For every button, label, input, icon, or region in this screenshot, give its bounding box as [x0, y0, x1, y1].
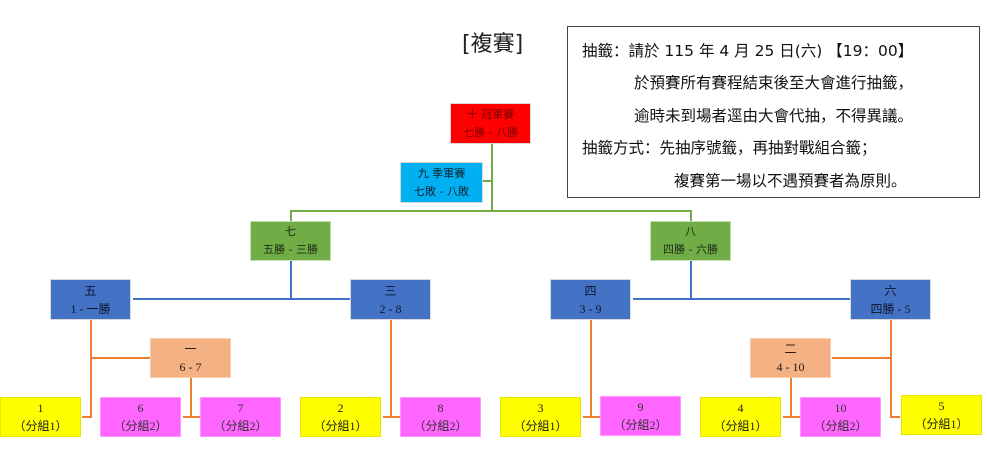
seed-1: 1 （分組1） — [0, 397, 81, 437]
connector-m6-m2 — [832, 357, 892, 359]
connector-m6-down — [890, 320, 892, 418]
seed-group: （分組1） — [13, 419, 68, 433]
seed-number: 5 — [938, 399, 945, 413]
connector-m7-stem — [290, 261, 292, 299]
match-4: 四 3 - 9 — [550, 279, 631, 320]
match-label: 十 冠軍賽 — [466, 107, 515, 121]
connector-m8-stem — [690, 261, 692, 299]
seed-number: 8 — [437, 401, 444, 415]
stage-title: [複賽] — [462, 32, 524, 57]
connector-semis-horizontal — [290, 210, 692, 212]
notice-line-5: 複賽第一場以不遇預賽者為原則。 — [674, 172, 907, 190]
match-1: 一 6 - 7 — [150, 338, 231, 378]
seed-group: （分組2） — [413, 419, 468, 433]
seed-number: 2 — [337, 401, 344, 415]
connector-m3-down — [390, 320, 392, 418]
match-label: 七 — [285, 225, 296, 238]
seed-group: （分組2） — [213, 419, 268, 433]
connector-m1-seeds — [183, 416, 200, 418]
connector-final — [491, 144, 493, 212]
seed-number: 3 — [537, 401, 544, 415]
seed-number: 4 — [737, 401, 744, 415]
seed-10: 10 （分組2） — [800, 397, 881, 437]
connector-semi-right — [690, 210, 692, 222]
seed-number: 6 — [137, 401, 144, 415]
draw-notice-box: 抽籤：請於 115 年 4 月 25 日(六) 【19：00】 於預賽所有賽程結… — [567, 26, 980, 198]
seed-group: （分組1） — [313, 419, 368, 433]
seed-number: 7 — [237, 401, 244, 415]
connector-m5-down — [90, 320, 92, 418]
seed-number: 10 — [834, 401, 847, 415]
seed-6: 6 （分組2） — [100, 397, 181, 437]
notice-line-1: 抽籤：請於 115 年 4 月 25 日(六) 【19：00】 — [582, 42, 914, 60]
match-label: 一 — [184, 342, 197, 356]
seed-9: 9 （分組2） — [600, 396, 681, 436]
match-label: 八 — [685, 225, 696, 238]
connector-semi-left — [290, 210, 292, 222]
seed-4: 4 （分組1） — [700, 397, 781, 437]
match-label: 六 — [884, 283, 897, 298]
match-9-third-place: 九 季軍賽 七敗 - 八敗 — [400, 162, 483, 203]
match-pair: 五勝 - 三勝 — [263, 243, 318, 256]
connector-m4-down — [590, 320, 592, 418]
match-label: 九 季軍賽 — [417, 166, 466, 180]
seed-7: 7 （分組2） — [200, 397, 281, 437]
connector-seed5 — [890, 416, 900, 418]
connector-third-place — [483, 180, 492, 182]
match-pair: 七敗 - 八敗 — [414, 184, 469, 198]
match-pair: 七勝 - 八勝 — [463, 125, 518, 139]
seed-number: 1 — [37, 401, 44, 415]
match-pair: 6 - 7 — [179, 360, 202, 374]
match-label: 四 — [584, 283, 597, 298]
notice-line-4: 抽籤方式：先抽序號籤，再抽對戰組合籤； — [582, 139, 877, 157]
seed-3: 3 （分組1） — [500, 397, 581, 437]
match-pair: 四勝 - 5 — [870, 301, 911, 316]
seed-2: 2 （分組1） — [300, 397, 381, 437]
match-7: 七 五勝 - 三勝 — [250, 221, 331, 261]
connector-m4-seeds — [583, 416, 600, 418]
match-5: 五 1 - 一勝 — [50, 279, 131, 320]
match-label: 三 — [384, 283, 397, 298]
match-pair: 1 - 一勝 — [70, 301, 111, 316]
seed-group: （分組1） — [513, 419, 568, 433]
seed-5: 5 （分組1） — [901, 395, 982, 435]
connector-m5-m3 — [133, 298, 350, 300]
seed-8: 8 （分組2） — [400, 397, 481, 437]
connector-m3-seeds — [383, 416, 400, 418]
connector-m5-m1 — [90, 357, 150, 359]
connector-m4-m6 — [633, 298, 850, 300]
match-10-final: 十 冠軍賽 七勝 - 八勝 — [450, 103, 531, 144]
notice-line-2: 於預賽所有賽程結束後至大會進行抽籤， — [634, 74, 914, 92]
match-pair: 四勝 - 六勝 — [663, 243, 718, 256]
connector-seed1 — [82, 416, 92, 418]
match-3: 三 2 - 8 — [350, 279, 431, 320]
match-8: 八 四勝 - 六勝 — [650, 221, 731, 261]
seed-group: （分組1） — [914, 417, 969, 431]
connector-m1-down — [190, 378, 192, 418]
match-6: 六 四勝 - 5 — [850, 279, 931, 320]
seed-group: （分組2） — [113, 419, 168, 433]
match-2: 二 4 - 10 — [750, 338, 831, 378]
match-label: 五 — [84, 283, 97, 298]
connector-m2-seeds — [783, 416, 800, 418]
match-pair: 3 - 9 — [579, 301, 602, 316]
seed-number: 9 — [637, 400, 644, 414]
notice-line-3: 逾時未到場者逕由大會代抽，不得異議。 — [634, 107, 914, 125]
match-pair: 4 - 10 — [776, 360, 805, 374]
match-pair: 2 - 8 — [379, 301, 402, 316]
connector-m2-down — [790, 378, 792, 418]
match-label: 二 — [784, 342, 797, 356]
seed-group: （分組2） — [813, 419, 868, 433]
seed-group: （分組1） — [713, 419, 768, 433]
seed-group: （分組2） — [613, 418, 668, 432]
